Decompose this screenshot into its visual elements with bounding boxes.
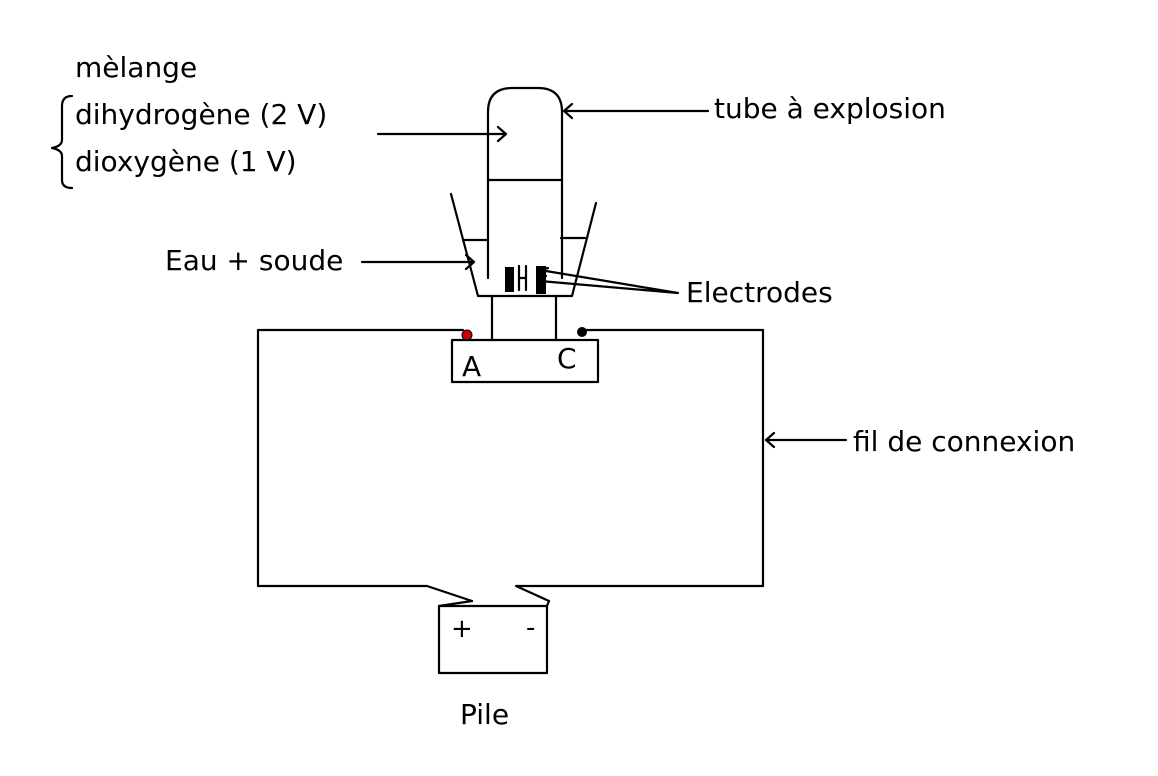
tube-arrow: [562, 102, 710, 120]
dioxygen-label: dioxygène (1 V): [75, 145, 297, 178]
water-arrow: [360, 253, 476, 271]
wire-label: fil de connexion: [853, 425, 1075, 458]
anode-terminal: [461, 329, 473, 341]
mixture-arrow: [376, 125, 508, 143]
connection-wire: [256, 328, 765, 603]
electrode-leads: [517, 264, 528, 292]
vessel-stem: [490, 294, 558, 342]
electrolyzer-base: [450, 338, 600, 384]
wire-arrow: [764, 431, 848, 449]
water-level: [461, 236, 587, 242]
tube-label: tube à explosion: [714, 92, 946, 125]
battery: [437, 604, 549, 675]
mixture-label: mèlange: [75, 51, 197, 84]
electrodes-arrow: [538, 266, 680, 295]
electrodes-label: Electrodes: [686, 276, 833, 309]
vessel-bowl: [449, 192, 598, 298]
water-label: Eau + soude: [165, 244, 343, 277]
battery-lead-plus: [437, 599, 474, 608]
mixture-brace: [50, 94, 74, 190]
dihydrogen-label: dihydrogène (2 V): [75, 98, 327, 131]
electrode-left: [505, 267, 514, 292]
battery-lead-minus: [545, 599, 551, 608]
anode-label: A: [462, 350, 481, 383]
cathode-label: C: [557, 342, 577, 375]
explosion-tube: [486, 86, 564, 280]
battery-plus-sign: +: [451, 614, 473, 644]
battery-label: Pile: [460, 698, 509, 731]
cathode-terminal: [577, 327, 587, 337]
battery-minus-sign: -: [526, 613, 535, 643]
